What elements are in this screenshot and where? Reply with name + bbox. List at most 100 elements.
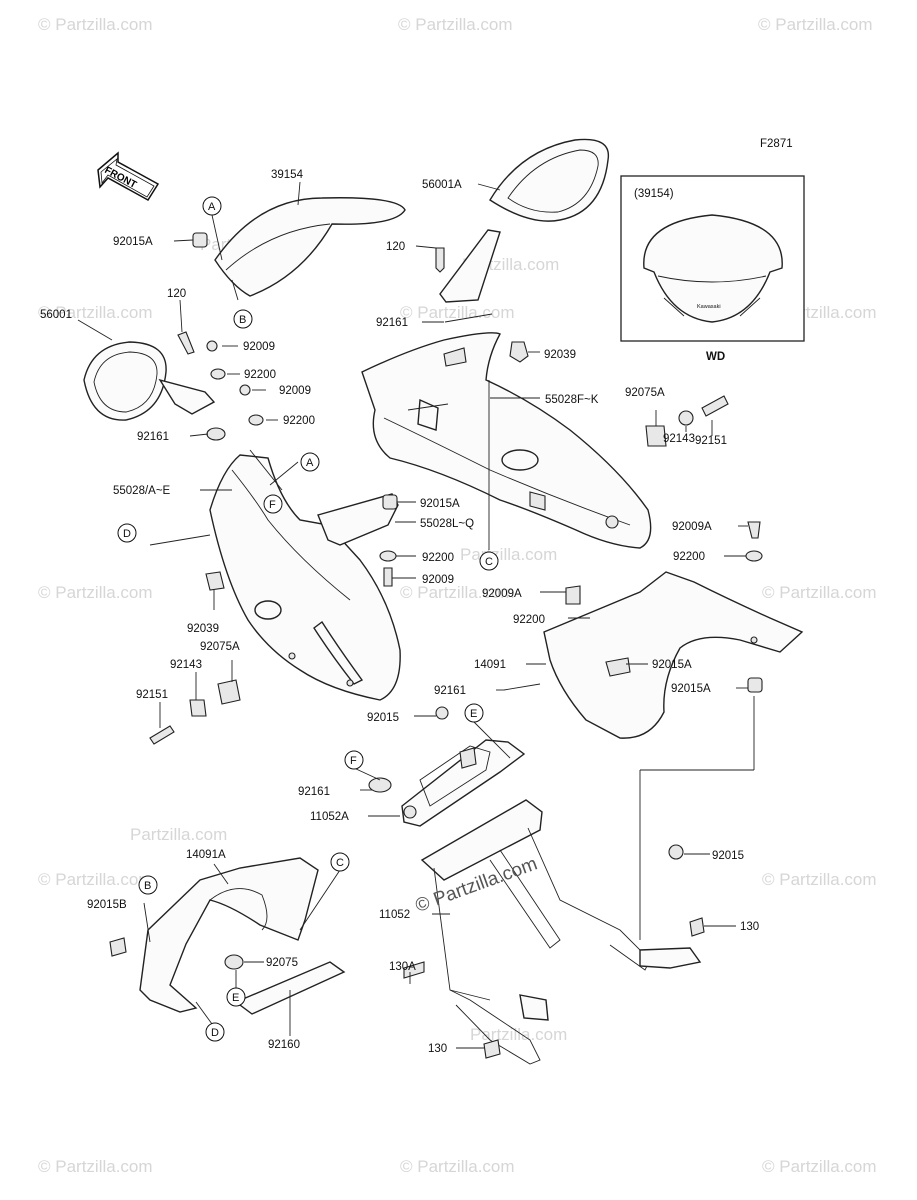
watermark: © Partzilla.com — [758, 15, 873, 34]
grommet-icon — [509, 341, 529, 363]
bolt-icon — [403, 961, 425, 979]
part-label: 55028L~Q — [420, 518, 474, 530]
inset-brand: Kawasaki — [697, 304, 721, 310]
callout-c-2: C — [330, 852, 350, 872]
inset-variant: WD — [706, 351, 725, 363]
washer-icon — [379, 550, 397, 562]
cowl-stay-part — [420, 799, 702, 1065]
svg-text:C: C — [336, 857, 344, 869]
svg-text:E: E — [470, 708, 477, 720]
svg-text:B: B — [144, 880, 151, 892]
part-labels: 92015A 120 120 92009 92200 92009 92200 9… — [87, 236, 759, 1055]
tape-icon — [368, 777, 392, 793]
part-label: 55028F~K — [545, 394, 599, 406]
grommet-icon — [205, 571, 225, 591]
meter-bracket-part — [401, 739, 526, 827]
svg-text:D: D — [123, 528, 131, 540]
part-label: 92160 — [268, 1039, 300, 1051]
washer-icon — [210, 368, 226, 380]
windshield-inset: (39154) Kawasaki WD — [620, 175, 805, 363]
svg-text:C: C — [485, 556, 493, 568]
part-label: 120 — [167, 288, 186, 300]
svg-text:A: A — [306, 457, 314, 469]
part-label: 92015A — [420, 498, 460, 510]
part-label: 92009 — [422, 574, 454, 586]
bolt-icon — [701, 395, 729, 417]
part-label: 92015A — [652, 659, 692, 671]
part-label: 92151 — [136, 689, 168, 701]
part-label: 92200 — [673, 551, 705, 563]
screw-icon — [747, 521, 761, 539]
svg-text:F: F — [269, 499, 276, 511]
inner-panel-part — [543, 571, 804, 739]
part-label: 92039 — [187, 623, 219, 635]
watermark: © Partzilla.com — [762, 870, 877, 889]
part-label: 92200 — [244, 369, 276, 381]
mirror-left-part — [83, 341, 216, 421]
screw-icon — [383, 567, 393, 587]
part-label: 130 — [428, 1043, 447, 1055]
part-label: 92075A — [625, 387, 665, 399]
bolt-icon — [239, 384, 251, 396]
left-cowl-part — [209, 454, 401, 701]
collar-icon — [678, 410, 694, 426]
lower-inner-cover-part — [139, 857, 319, 1013]
washer-icon — [745, 550, 763, 562]
part-label: 92161 — [376, 317, 408, 329]
watermark: © Partzilla.com — [38, 303, 153, 322]
inset-part-ref: (39154) — [634, 188, 674, 200]
part-label: 92161 — [298, 786, 330, 798]
callout-c-1: C — [479, 551, 499, 571]
part-label: 92143 — [663, 433, 695, 445]
part-label: 130 — [740, 921, 759, 933]
part-label: 92200 — [283, 415, 315, 427]
mirror-right-part — [439, 138, 610, 303]
bolt-icon — [483, 1039, 501, 1059]
callout-e-1: E — [464, 703, 484, 723]
part-label: 11052 — [379, 909, 410, 921]
screw-icon — [177, 331, 195, 355]
collar-icon — [192, 232, 208, 248]
watermark: © Partzilla.com — [762, 583, 877, 602]
part-label: 92015A — [113, 236, 153, 248]
part-label: 130A — [389, 961, 416, 973]
callout-f-2: F — [344, 750, 364, 770]
front-arrow-icon: FRONT — [97, 151, 160, 201]
fasteners — [109, 232, 763, 1059]
callout-a-1: A — [202, 196, 222, 216]
watermark: © Partzilla.com — [38, 583, 153, 602]
screw-icon — [565, 585, 581, 605]
watermark: © Partzilla.com — [398, 15, 513, 34]
callout-d-1: D — [117, 523, 137, 543]
windshield-part — [214, 197, 406, 297]
watermark: Partzilla.com — [460, 545, 557, 564]
watermark: © Partzilla.com — [38, 1157, 153, 1176]
bolt-icon — [689, 917, 705, 937]
watermark: Partzilla.com — [470, 1025, 567, 1044]
part-label: 92075A — [200, 641, 240, 653]
watermark: © Partzilla.com — [38, 870, 153, 889]
part-label: 92075 — [266, 957, 298, 969]
leader-lines — [143, 214, 755, 1049]
part-label: 92009A — [482, 588, 522, 600]
grommet-icon — [224, 954, 244, 970]
washer-icon — [248, 414, 264, 426]
rubber-strip-part — [234, 961, 346, 1015]
part-label: 120 — [386, 241, 405, 253]
figure-code: F2871 — [760, 138, 793, 150]
part-label: 56001 — [40, 309, 72, 321]
part-label: 92151 — [695, 435, 727, 447]
part-label: 92015B — [87, 899, 127, 911]
watermark: © Partzilla.com — [38, 15, 153, 34]
part-label: 92200 — [513, 614, 545, 626]
svg-text:F: F — [350, 755, 357, 767]
nut-icon — [435, 706, 449, 720]
callout-d-2: D — [205, 1022, 225, 1042]
watermark: Partzilla.com — [130, 825, 227, 844]
watermark: © Partzilla.com — [400, 583, 515, 602]
part-label: 92015 — [367, 712, 399, 724]
callout-b-2: B — [138, 875, 158, 895]
collar-icon — [189, 699, 207, 717]
bolt-icon — [149, 725, 175, 745]
